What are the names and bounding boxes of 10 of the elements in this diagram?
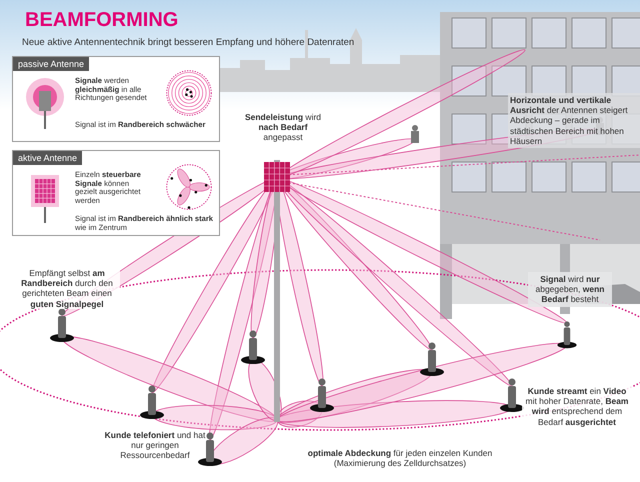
subtitle: Neue aktive Antennentechnik bringt besseren Empfang und höhere Datenraten xyxy=(22,37,356,48)
title: BEAMFORMING xyxy=(25,8,180,32)
annotation: Horizontale und vertikale Ausricht der Antennen steigert Abdeckung – gerade im städtischen Bereich mit hohen Häusern xyxy=(508,93,640,148)
annotation: Kunde streamt ein Video mit hoher Datenrate, Beam wird entsprechend dem Bedarf ausgerichtet xyxy=(522,386,632,427)
annotation: Kunde telefoniert und hat nur geringen Ressourcenbedarf xyxy=(104,430,206,461)
panel-heading: aktive Antenne xyxy=(13,151,82,165)
annotation: optimale Abdeckung für jeden einzelen Kunden (Maximierung des Zelldurchsatzes) xyxy=(306,448,494,468)
annotation: Signal wird nur abgegeben, wenn Bedarf besteht xyxy=(528,272,612,307)
annotation: Sendeleistung wird nach Bedarf angepasst xyxy=(244,112,322,143)
panel-heading: passive Antenne xyxy=(13,57,90,71)
